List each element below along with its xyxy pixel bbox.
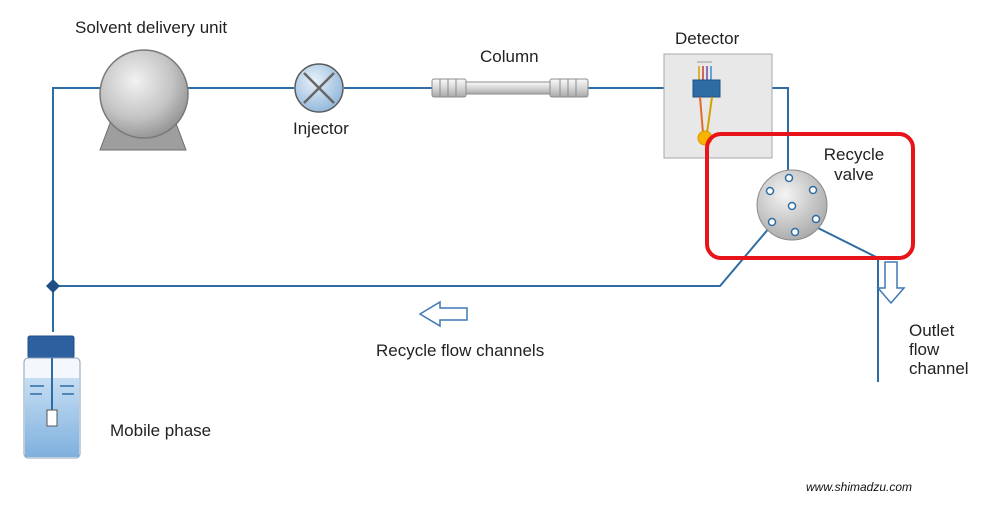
detector xyxy=(663,53,773,159)
outlet-direction-arrow xyxy=(876,261,906,305)
column-label: Column xyxy=(480,47,539,66)
outlet-flow-channel-label: Outlet flow channel xyxy=(909,321,969,378)
junction-node xyxy=(46,279,60,293)
main-flow-pipe xyxy=(52,87,789,332)
recycle-valve-label-line1: Recycle xyxy=(823,145,885,164)
solvent-delivery-unit-label: Solvent delivery unit xyxy=(75,18,228,37)
recycle-valve-label: Recycle valve xyxy=(814,145,894,185)
injector xyxy=(294,63,344,113)
recycle-flow-channels-label: Recycle flow channels xyxy=(376,341,545,360)
recycle-valve-label-line2: valve xyxy=(834,165,874,184)
source-credit: www.shimadzu.com xyxy=(806,480,913,494)
recycle-pipe xyxy=(53,226,771,287)
outlet-label-line2: flow xyxy=(909,340,940,359)
injector-label: Injector xyxy=(293,119,349,138)
detector-label: Detector xyxy=(675,29,740,48)
recycle-valve xyxy=(756,169,828,241)
outlet-label-line1: Outlet xyxy=(909,321,955,340)
outlet-label-line3: channel xyxy=(909,359,969,378)
mobile-phase-bottle xyxy=(23,335,81,459)
outlet-pipe xyxy=(817,227,879,382)
recycle-valve-highlight xyxy=(705,132,915,260)
recycle-direction-arrow xyxy=(418,300,468,328)
mobile-phase-label: Mobile phase xyxy=(110,421,212,440)
solvent-delivery-unit xyxy=(99,49,189,151)
column xyxy=(431,78,589,98)
